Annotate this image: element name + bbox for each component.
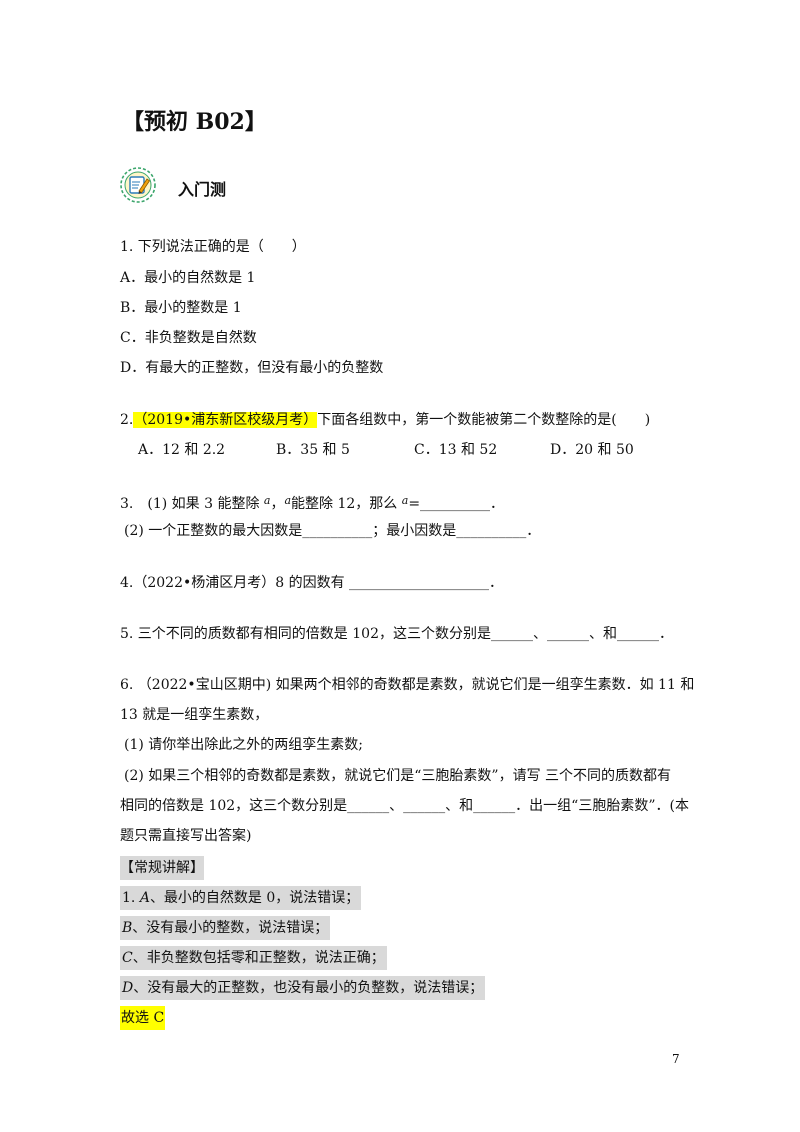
question-6-line-4: (2) 如果三个相邻的奇数都是素数，就说它们是“三胞胎素数”，请写 三个不同的质… [124,768,672,784]
answer-line-variable: B [122,920,133,936]
variable-a: a [401,494,409,507]
section-title: 入门测 [178,180,227,199]
question-2-option-a: A．12 和 2.2 [138,442,226,458]
question-2-number: 2. [120,412,134,428]
answer-line-2: B、没有最小的整数，说法错误； [120,916,331,940]
question-1-option-c: C．非负整数是自然数 [120,330,257,346]
question-2-option-d: D．20 和 50 [550,442,634,458]
question-3-text-b: ， [270,496,285,512]
question-6-line-1: 6. （2022•宝山区期中) 如果两个相邻的奇数都是素数，就说它们是一组孪生素… [120,677,695,693]
question-6-line-6: 题只需直接写出答案) [120,828,252,844]
answer-line-text: 、没有最大的正整数，也没有最小的负整数，说法错误； [133,980,484,996]
pencil-notepad-icon [120,167,156,203]
question-3-text-c: 能整除 12，那么 [291,496,398,512]
answer-line-3: C、非负整数包括零和正整数，说法正确； [120,946,387,970]
answer-line-1: 1. A、最小的自然数是 0，说法错误； [120,886,362,910]
question-5: 5. 三个不同的质数都有相同的倍数是 102，这三个数分别是______、___… [120,626,673,642]
question-1-stem: 1. 下列说法正确的是（ ） [120,239,306,255]
answer-line-variable: A [139,890,150,906]
question-2-option-c: C．13 和 52 [414,442,498,458]
answer-line-text: 、非负整数包括零和正整数，说法正确； [132,950,385,966]
question-1-option-d: D．有最大的正整数，但没有最小的负整数 [120,360,384,376]
question-3-line-2: (2) 一个正整数的最大因数是__________；最小因数是_________… [124,523,541,539]
answer-line-variable: C [122,950,133,966]
question-2-option-b: B．35 和 5 [276,442,350,458]
question-6-line-5: 相同的倍数是 102，这三个数分别是______、______、和______．… [120,798,689,814]
answer-line-variable: D [122,980,134,996]
question-2-stem: 下面各组数中，第一个数能被第二个数整除的是( ) [317,412,651,428]
question-3-line-1: 3. (1) 如果 3 能整除 a，a能整除 12，那么 a=_________… [120,491,504,514]
page-number: 7 [672,1052,680,1066]
question-3-text-d: =__________． [408,496,505,512]
variable-a: a [263,494,271,507]
answer-line-prefix: 1. [122,890,140,906]
question-3-text-a: 3. (1) 如果 3 能整除 [120,496,260,512]
question-2-stem-line: 2.（2019•浦东新区校级月考）下面各组数中，第一个数能被第二个数整除的是( … [120,410,650,430]
question-2-source: （2019•浦东新区校级月考） [133,412,318,428]
answer-line-text: 、没有最小的整数，说法错误； [132,920,329,936]
question-1-option-a: A．最小的自然数是 1 [120,270,256,286]
page-title: 【预初 B02】 [122,109,267,135]
variable-a: a [284,494,292,507]
question-6-line-3: (1) 请你举出除此之外的两组孪生素数; [124,737,363,753]
question-1-option-b: B．最小的整数是 1 [120,300,242,316]
answer-heading: 【常规讲解】 [120,856,204,880]
question-6-line-2: 13 就是一组孪生素数， [120,707,269,723]
answer-line-4: D、没有最大的正整数，也没有最小的负整数，说法错误； [120,976,486,1000]
answer-conclusion: 故选 C [120,1006,166,1030]
answer-line-text: 、最小的自然数是 0，说法错误； [149,890,360,906]
question-4: 4.（2022•杨浦区月考）8 的因数有 ___________________… [120,575,504,591]
